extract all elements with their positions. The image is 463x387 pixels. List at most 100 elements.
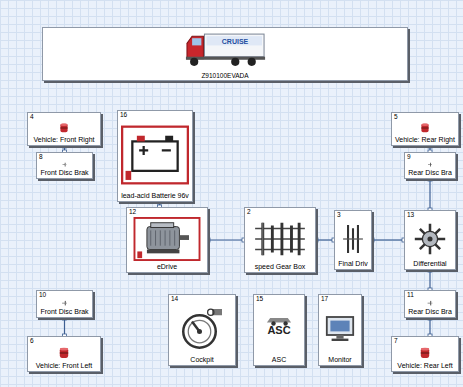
label-row: Vehicle: Front Left bbox=[28, 362, 100, 370]
component-label: Final Driv bbox=[338, 260, 368, 268]
brake-icon bbox=[408, 300, 452, 306]
icon-text: ASC bbox=[257, 324, 301, 336]
callout-number: 11 bbox=[407, 292, 414, 299]
connector-line bbox=[64, 318, 65, 336]
component-box: 4Vehicle: Front Right bbox=[27, 112, 101, 146]
connector-line bbox=[429, 318, 430, 336]
connector bbox=[370, 238, 406, 242]
callout-number: 5 bbox=[394, 114, 398, 121]
component-box: 16 lead-acid Batterie 96v bbox=[117, 110, 193, 202]
brake-symbol bbox=[40, 300, 89, 306]
connector bbox=[428, 316, 432, 338]
component-label: eDrive bbox=[157, 263, 177, 271]
wheel-symbol bbox=[395, 122, 455, 134]
component-box: 13Differential bbox=[404, 210, 456, 270]
battery-symbol bbox=[121, 120, 189, 190]
label-row: Rear Disc Bra bbox=[405, 308, 455, 316]
label-row: Vehicle: Front Right bbox=[28, 136, 100, 144]
label-row: Cockpit bbox=[169, 356, 235, 364]
callout-number: 7 bbox=[394, 338, 398, 345]
callout-number: 17 bbox=[321, 296, 328, 303]
gearbox-symbol bbox=[248, 217, 312, 261]
connector bbox=[428, 268, 432, 292]
component-box: 9Rear Disc Bra bbox=[404, 152, 456, 179]
label-row: Front Disc Brak bbox=[37, 169, 92, 177]
label-row: Vehicle: Rear Right bbox=[392, 136, 458, 144]
callout-number: 6 bbox=[30, 338, 34, 345]
component-box: ASC 15ASC bbox=[253, 294, 305, 366]
gearbox-icon bbox=[248, 217, 312, 261]
callout-number: 14 bbox=[171, 296, 178, 303]
component-label: ASC bbox=[272, 356, 286, 364]
callout-number: 10 bbox=[39, 292, 46, 299]
battery-icon bbox=[121, 120, 189, 190]
monitor-icon bbox=[322, 304, 358, 354]
callout-number: 12 bbox=[129, 209, 136, 216]
label-row: eDrive bbox=[127, 263, 207, 271]
connector bbox=[428, 177, 432, 212]
diff-symbol bbox=[408, 220, 452, 258]
callout-number: 8 bbox=[39, 154, 43, 161]
component-label: Cockpit bbox=[190, 356, 213, 364]
motor-symbol bbox=[130, 217, 204, 261]
component-box: 3Final Driv bbox=[334, 210, 372, 270]
label-row: speed Gear Box bbox=[245, 263, 315, 271]
callout-number: 2 bbox=[247, 209, 251, 216]
component-label: Front Disc Brak bbox=[40, 169, 88, 177]
monitor-symbol bbox=[322, 304, 358, 354]
component-label: Vehicle: Front Right bbox=[33, 136, 94, 144]
component-box: 11Rear Disc Bra bbox=[404, 290, 456, 318]
label-row: lead-acid Batterie 96v bbox=[118, 192, 192, 200]
component-box: 14Cockpit bbox=[168, 294, 236, 366]
cockpit-symbol bbox=[172, 304, 232, 354]
callout-number: 9 bbox=[407, 154, 411, 161]
brake-symbol bbox=[408, 162, 452, 167]
callout-number: 13 bbox=[407, 212, 414, 219]
callout-number: 4 bbox=[30, 114, 34, 121]
brake-icon bbox=[40, 300, 89, 306]
asc-icon: ASC bbox=[257, 304, 301, 354]
wheel-icon bbox=[31, 346, 97, 360]
component-label: Z910100EVADA bbox=[201, 72, 248, 79]
connector-line bbox=[316, 239, 334, 240]
wheel-symbol bbox=[31, 346, 97, 360]
component-label: Vehicle: Rear Left bbox=[397, 362, 452, 370]
connector bbox=[63, 316, 67, 338]
brake-icon bbox=[40, 162, 89, 167]
component-box: 10Front Disc Brak bbox=[36, 290, 93, 318]
callout-number: 16 bbox=[120, 112, 127, 119]
brake-symbol bbox=[40, 162, 89, 167]
cockpit-icon bbox=[172, 304, 232, 354]
label-row: Front Disc Brak bbox=[37, 308, 92, 316]
component-box: 2 speed Gear Box bbox=[244, 207, 316, 273]
component-label: Vehicle: Front Left bbox=[36, 362, 92, 370]
component-label: Rear Disc Bra bbox=[408, 308, 452, 316]
logo-text: CRUISE bbox=[222, 38, 248, 45]
brake-icon bbox=[408, 162, 452, 167]
callout-number: 15 bbox=[256, 296, 263, 303]
wheel-icon bbox=[31, 122, 97, 134]
component-label: Rear Disc Bra bbox=[408, 169, 452, 177]
component-box: 12 eDrive bbox=[126, 207, 208, 273]
diff-icon bbox=[408, 220, 452, 258]
callout-number: 3 bbox=[337, 212, 341, 219]
vehicle-header-box: CRUISE Z910100EVADA bbox=[42, 27, 408, 81]
component-label: Monitor bbox=[328, 356, 351, 364]
wheel-symbol bbox=[31, 122, 97, 134]
wheel-icon bbox=[395, 122, 455, 134]
label-row: Differential bbox=[405, 260, 455, 268]
component-label: Differential bbox=[413, 260, 446, 268]
component-box: 8Front Disc Brak bbox=[36, 152, 93, 179]
motor-icon bbox=[130, 217, 204, 261]
connector-line bbox=[208, 239, 244, 240]
label-row: Monitor bbox=[319, 356, 361, 364]
connector bbox=[314, 238, 336, 242]
connector bbox=[206, 238, 246, 242]
label-row: Final Driv bbox=[335, 260, 371, 268]
label-row: ASC bbox=[254, 356, 304, 364]
truck-icon: CRUISE bbox=[46, 31, 404, 68]
label-row: Z910100EVADA bbox=[43, 72, 407, 79]
brake-symbol bbox=[408, 300, 452, 306]
